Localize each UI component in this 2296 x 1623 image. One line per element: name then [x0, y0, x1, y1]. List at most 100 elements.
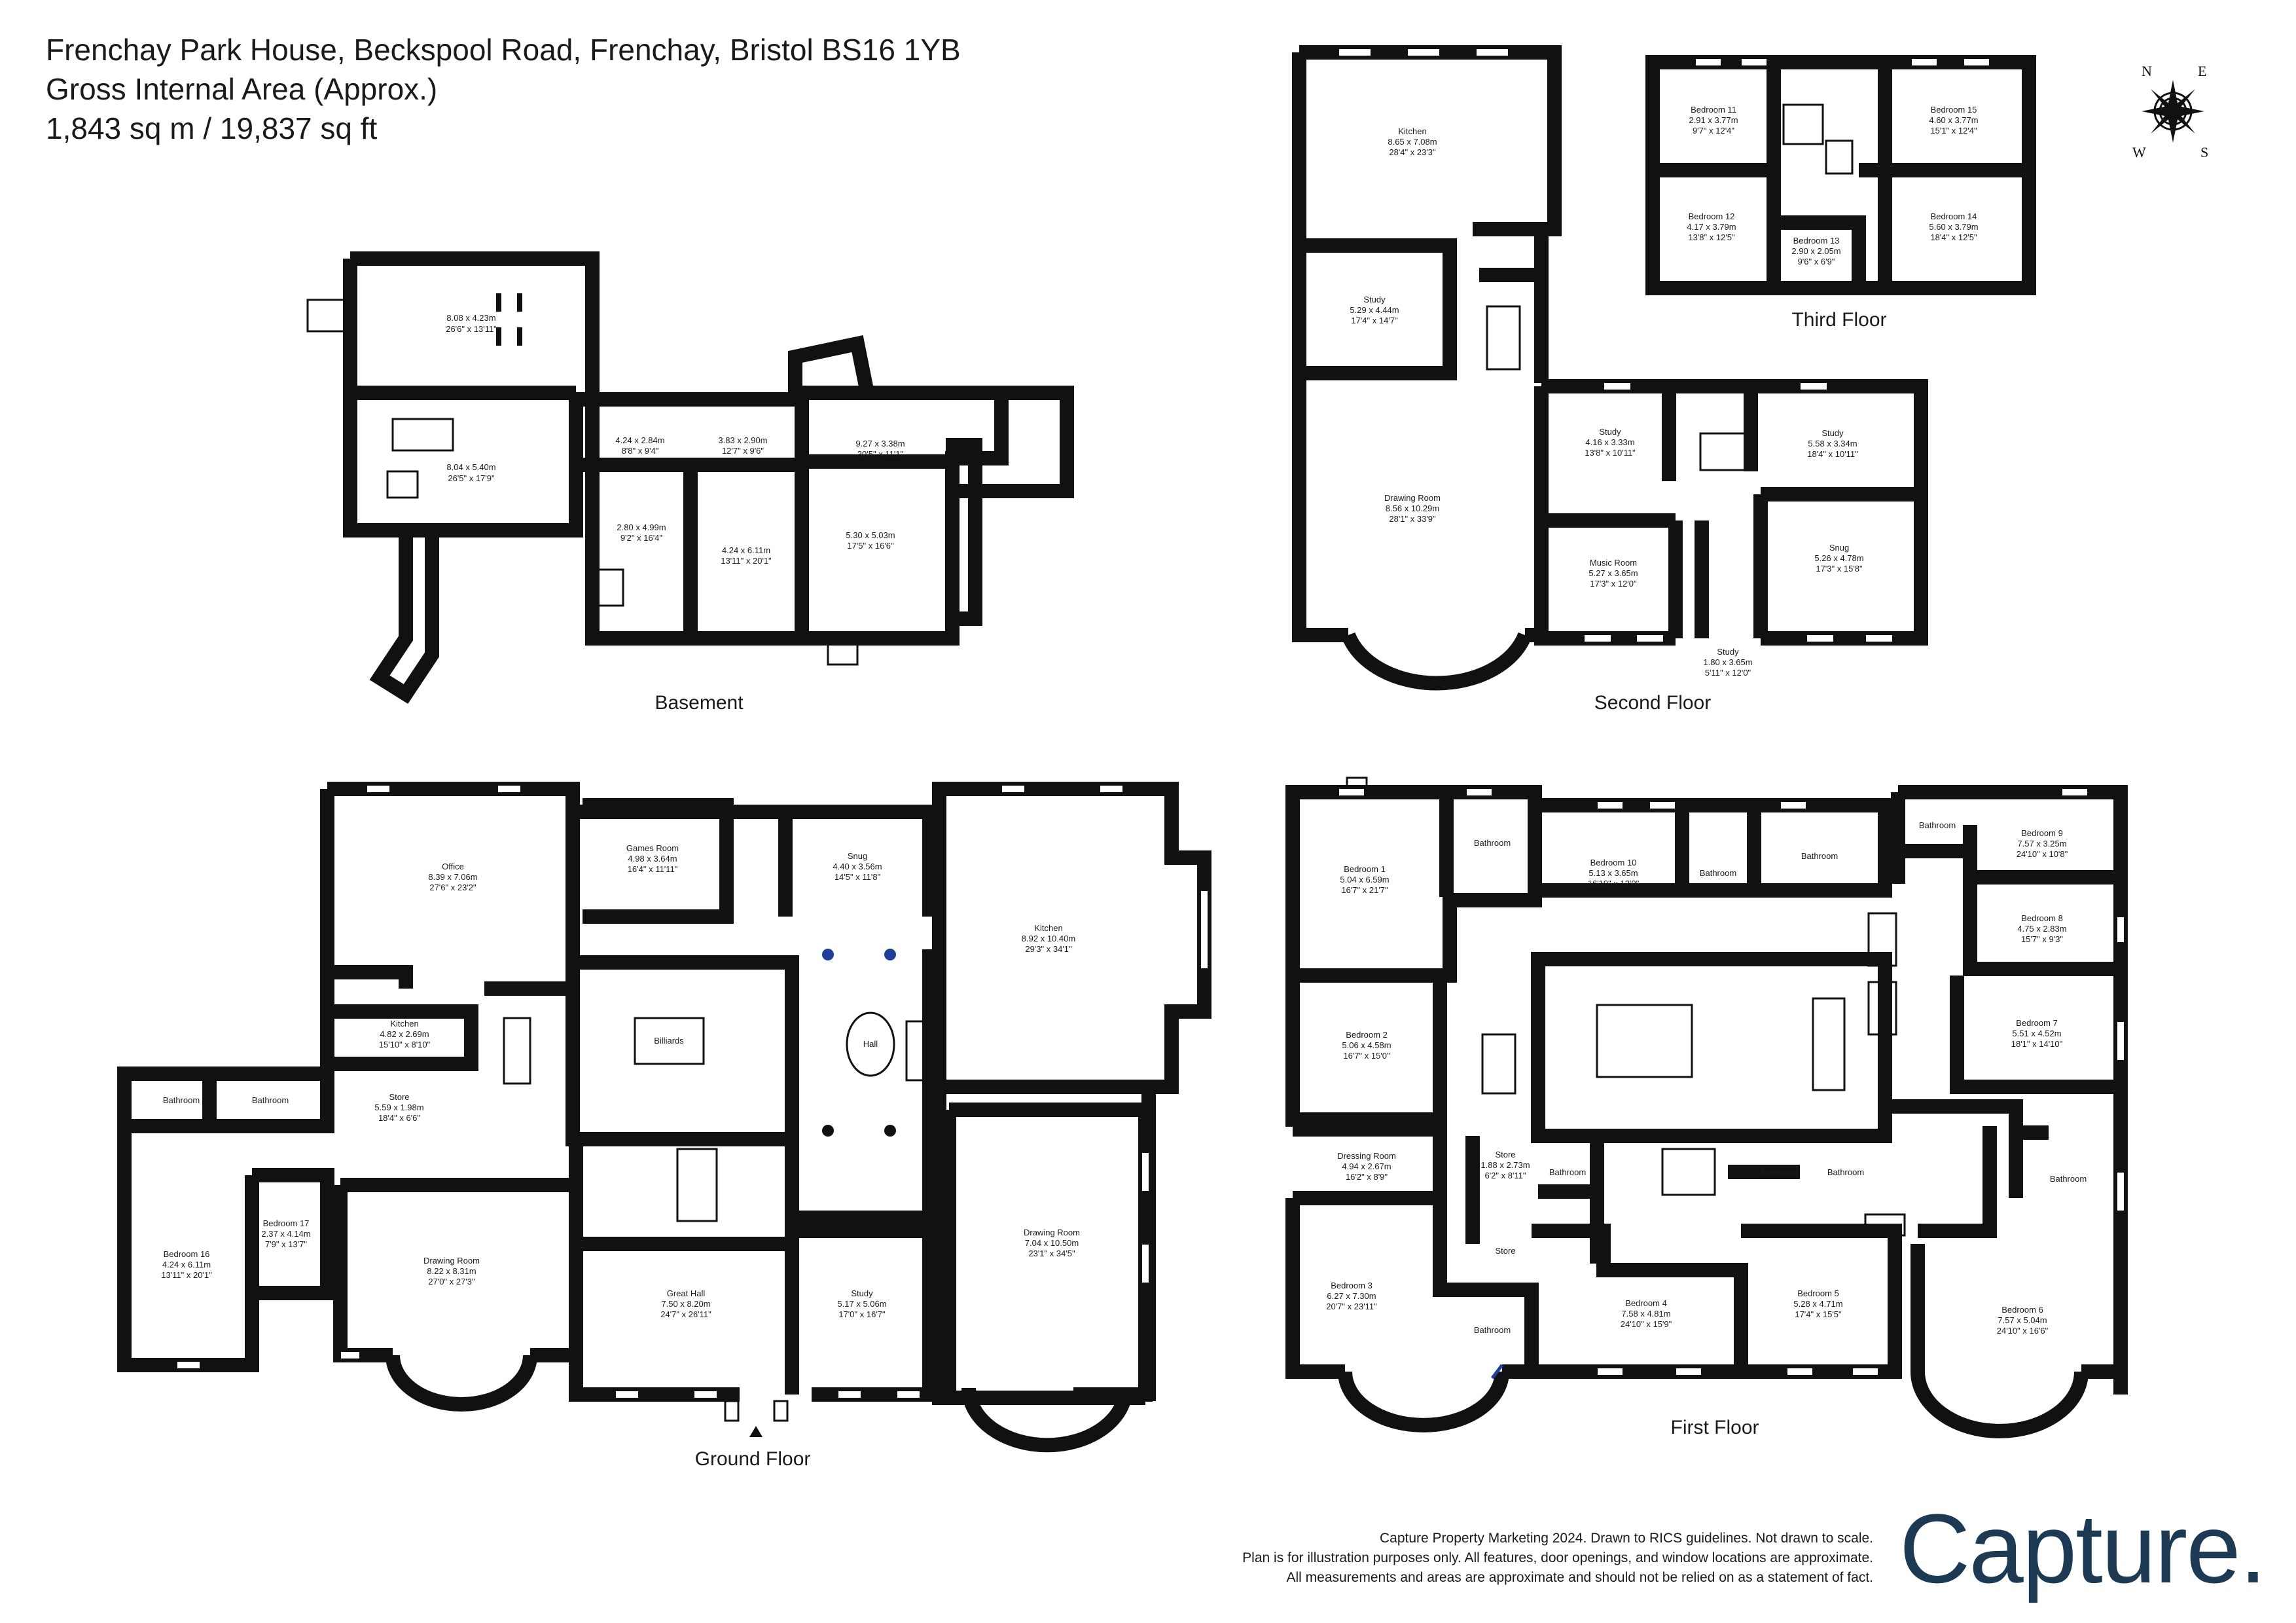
first-room-3-dims: 5.13 x 3.65m [1588, 868, 1638, 878]
first-room-21-imp: 24'10" x 16'6" [1997, 1326, 2049, 1336]
ground-room-6-name: Billiards [654, 1036, 684, 1046]
ground-room-2-imp: 16'4" x 11'11" [628, 864, 678, 874]
basement-room-3-imp: 8'8" x 9'4" [622, 446, 659, 456]
first-room-6-name: Bathroom [1919, 820, 1956, 830]
basement-room-8-imp: 17'5" x 16'6" [847, 541, 894, 551]
second-floor-title: Second Floor [1594, 692, 1711, 714]
first-room-8-name: Bedroom 8 [2021, 913, 2063, 923]
second-room-2-imp: 17'4" x 14'7" [1351, 316, 1398, 325]
first-room-16-name: Bathroom [2050, 1174, 2087, 1184]
basement-title: Basement [655, 692, 744, 714]
second-room-8-imp: 5'11" x 12'0" [1705, 668, 1751, 678]
third-floor-title: Third Floor [1791, 309, 1886, 331]
ground-room-8-name: Bathroom [163, 1095, 200, 1105]
first-room-21-name: Bedroom 6 [2001, 1305, 2043, 1315]
first-room-18-dims: 6.27 x 7.30m [1327, 1291, 1376, 1301]
first-room-9-name: Bedroom 2 [1346, 1030, 1388, 1040]
first-room-11-dims: 4.94 x 2.67m [1342, 1161, 1391, 1171]
second-room-1-imp: 28'4" x 23'3" [1389, 147, 1436, 157]
compass-n: N [2142, 63, 2152, 79]
second-room-4-dims: 4.16 x 3.33m [1585, 437, 1634, 447]
ground-room-3-name: Snug [848, 851, 867, 861]
ground-room-1-imp: 27'6" x 23'2" [429, 883, 476, 892]
gross-area-value: 1,843 sq m / 19,837 sq ft [46, 111, 378, 145]
ground-room-3-imp: 14'5" x 11'8" [834, 872, 881, 882]
gross-area-label: Gross Internal Area (Approx.) [46, 72, 438, 106]
ground-room-16-dims: 7.04 x 10.50m [1025, 1238, 1079, 1248]
basement-room-8-dims: 5.30 x 5.03m [846, 530, 895, 540]
first-room-10-name: Bedroom 7 [2016, 1018, 2058, 1028]
second-floor-plan [1292, 45, 1928, 691]
compass-rose-icon: N E W S [2132, 63, 2208, 160]
first-room-14-name: Bathroom [1761, 1167, 1797, 1177]
basement-room-2-imp: 26'5" x 17'9" [448, 473, 495, 483]
second-room-3-dims: 8.56 x 10.29m [1386, 503, 1439, 513]
third-room-5-imp: 18'4" x 12'5" [1930, 232, 1977, 242]
second-room-6-dims: 5.27 x 3.65m [1588, 568, 1638, 578]
second-room-8-name: Study [1717, 647, 1739, 657]
first-room-20-name: Bedroom 5 [1797, 1288, 1839, 1298]
first-room-4-name: Bathroom [1700, 868, 1736, 878]
second-room-5-imp: 18'4" x 10'11" [1807, 449, 1858, 459]
second-room-3-name: Drawing Room [1384, 493, 1441, 503]
first-floor-title: First Floor [1671, 1417, 1759, 1438]
ground-room-13-name: Drawing Room [423, 1256, 480, 1266]
third-room-5-dims: 5.60 x 3.79m [1929, 222, 1978, 232]
ground-room-13-dims: 8.22 x 8.31m [427, 1266, 476, 1276]
third-room-2-name: Bedroom 15 [1931, 105, 1977, 115]
third-room-1-dims: 2.91 x 3.77m [1689, 115, 1738, 125]
first-room-12-dims: 1.88 x 2.73m [1480, 1160, 1530, 1170]
second-room-3-imp: 28'1" x 33'9" [1389, 514, 1436, 524]
basement-room-6-dims: 2.80 x 4.99m [617, 522, 666, 532]
ground-room-12-name: Bedroom 17 [263, 1218, 310, 1228]
basement-room-7-dims: 4.24 x 6.11m [722, 545, 770, 555]
basement-room-5-imp: 30'5" x 11'1" [857, 449, 904, 459]
disclaimer-line-1: Capture Property Marketing 2024. Drawn t… [1379, 1531, 1873, 1546]
first-room-8-imp: 15'7" x 9'3" [2021, 934, 2063, 944]
first-room-11-name: Dressing Room [1337, 1151, 1396, 1161]
first-room-1-name: Bedroom 1 [1344, 864, 1386, 874]
second-room-8-dims: 1.80 x 3.65m [1703, 657, 1752, 667]
first-room-22-name: Bathroom [1474, 1325, 1511, 1335]
first-room-20-dims: 5.28 x 4.71m [1793, 1299, 1842, 1309]
third-room-5-name: Bedroom 14 [1931, 211, 1977, 221]
first-room-10-imp: 18'1" x 14'10" [2011, 1039, 2063, 1049]
basement-room-5-dims: 9.27 x 3.38m [855, 439, 905, 448]
ground-room-5-imp: 15'10" x 8'10" [379, 1040, 431, 1049]
basement-room-6-imp: 9'2" x 16'4" [620, 533, 662, 543]
first-room-7-dims: 7.57 x 3.25m [2017, 839, 2066, 848]
ground-room-7-name: Hall [863, 1039, 878, 1049]
ground-room-5-name: Kitchen [390, 1019, 418, 1029]
compass-w: W [2132, 144, 2146, 160]
third-room-2-imp: 15'1" x 12'4" [1930, 126, 1977, 136]
first-room-5-name: Bathroom [1801, 851, 1838, 861]
third-room-3-dims: 4.17 x 3.79m [1687, 222, 1736, 232]
disclaimer-line-3: All measurements and areas are approxima… [1286, 1570, 1873, 1585]
first-floor-plan [1285, 776, 2128, 1438]
first-room-1-imp: 16'7" x 21'7" [1341, 885, 1388, 895]
first-room-7-imp: 24'10" x 10'8" [2017, 849, 2068, 859]
ground-room-12-imp: 7'9" x 13'7" [265, 1239, 307, 1249]
basement-room-2-dims: 8.04 x 5.40m [446, 462, 495, 472]
first-room-3-imp: 16'10" x 12'0" [1588, 879, 1640, 888]
third-room-3-name: Bedroom 12 [1689, 211, 1735, 221]
ground-room-4-name: Kitchen [1034, 923, 1062, 933]
second-room-7-name: Snug [1829, 543, 1849, 553]
first-room-3-name: Bedroom 10 [1590, 858, 1637, 867]
basement-room-7-imp: 13'11" x 20'1" [721, 556, 772, 566]
first-room-18-imp: 20'7" x 23'11" [1326, 1302, 1377, 1311]
ground-room-3-dims: 4.40 x 3.56m [833, 862, 882, 871]
third-room-4-imp: 9'6" x 6'9" [1798, 257, 1835, 266]
ground-room-9-name: Bathroom [252, 1095, 289, 1105]
second-room-7-dims: 5.26 x 4.78m [1814, 553, 1863, 563]
second-room-7-imp: 17'3" x 15'8" [1816, 564, 1863, 574]
third-floor-plan [1645, 55, 2036, 295]
ground-room-5-dims: 4.82 x 2.69m [380, 1029, 429, 1039]
third-room-1-name: Bedroom 11 [1691, 105, 1736, 115]
first-room-13-name: Bathroom [1549, 1167, 1586, 1177]
first-room-9-imp: 16'7" x 15'0" [1343, 1051, 1390, 1061]
first-room-12-name: Store [1495, 1150, 1515, 1159]
capture-logo: Capture. [1899, 1493, 2267, 1603]
compass-s: S [2200, 144, 2208, 160]
ground-room-1-dims: 8.39 x 7.06m [428, 872, 477, 882]
